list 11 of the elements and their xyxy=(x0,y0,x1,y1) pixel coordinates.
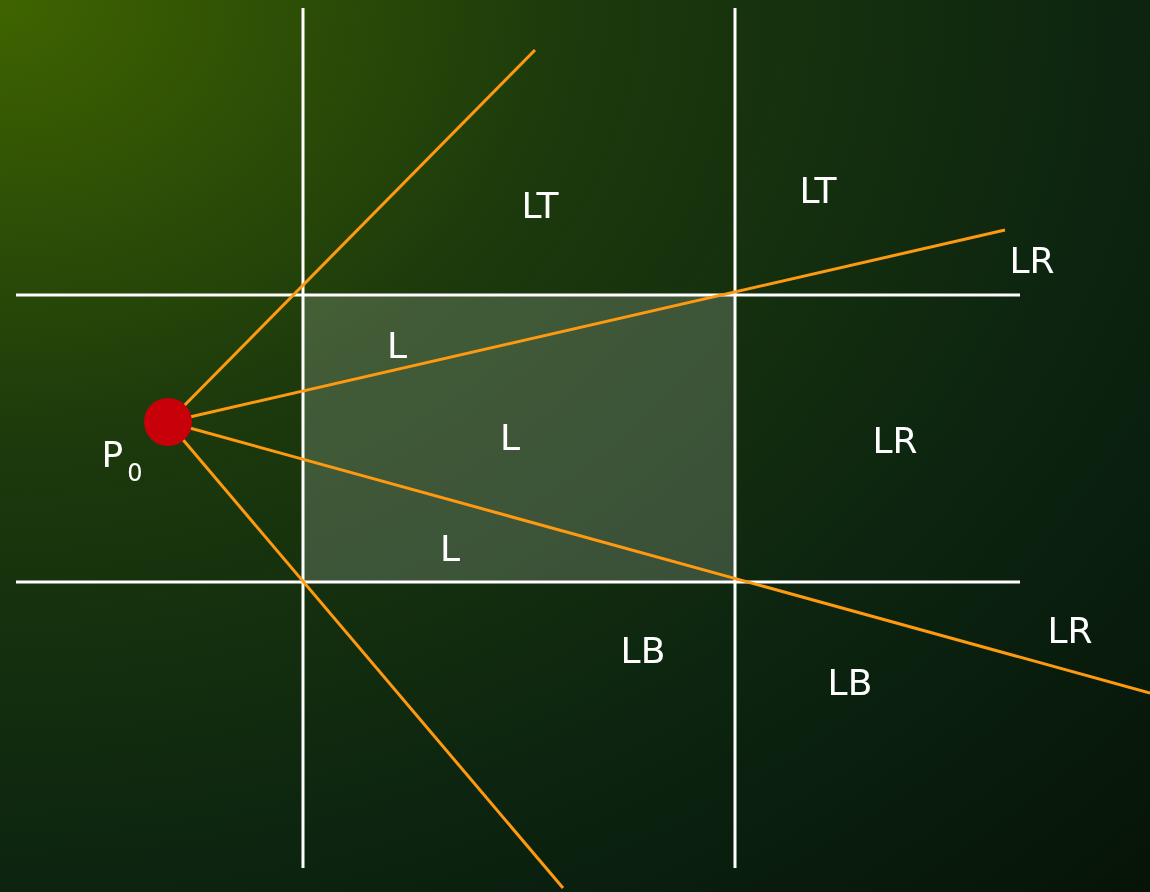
region-label: L xyxy=(439,527,461,569)
region-label: LT xyxy=(521,184,559,226)
region-label: L xyxy=(499,416,521,458)
region-label: LB xyxy=(827,661,873,703)
region-label: L xyxy=(386,324,408,366)
region-label: LR xyxy=(1009,239,1055,281)
region-label: LB xyxy=(620,629,666,671)
region-label: LT xyxy=(799,169,837,211)
point-label: P$_{0}$ xyxy=(101,433,143,487)
region-label: LR xyxy=(1047,609,1093,651)
region-label: LR xyxy=(872,419,918,461)
